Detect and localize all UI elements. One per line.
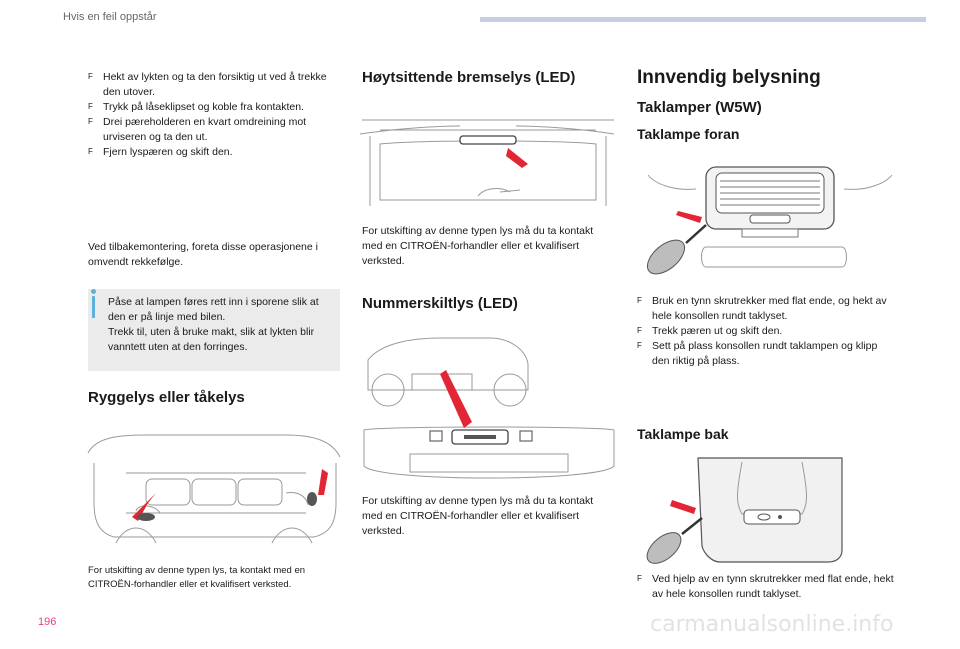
section-header: Hvis en feil oppstår [63,11,157,23]
number-plate-illustration [363,337,615,479]
header-bar [480,17,926,22]
front-ceiling-lamp-illustration [646,166,893,275]
rear-window-illustration [360,119,615,206]
plate-light-title: Nummerskiltlys (LED) [362,295,518,312]
red-arrow-icon [676,211,702,223]
info-box: Påse at lampen føres rett inn i sporene … [88,289,340,371]
ceiling-lamps-subtitle: Taklamper (W5W) [637,99,762,116]
plate-light-note: For utskifting av denne typen lys må du … [362,495,594,537]
watermark: carmanualsonline.info [650,612,894,637]
reversing-lamp-title: Ryggelys eller tåkelys [88,389,245,406]
rear-ceiling-lamp-title: Taklampe bak [637,426,729,442]
red-arrow-icon [506,148,528,168]
reversing-lamp-note: For utskifting av denne typen lys, ta ko… [88,565,306,591]
info-icon-bar [92,296,95,318]
rear-ceiling-lamp-illustration [646,457,843,564]
page-number: 196 [38,616,57,628]
info-box-text: Påse at lampen føres rett inn i sporene … [108,296,319,353]
red-arrow-icon [132,493,156,521]
refit-note: Ved tilbakemontering, foreta disse opera… [88,241,318,268]
brake-light-note: For utskifting av denne typen lys må du … [362,225,594,267]
brake-light-title: Høytsittende bremselys (LED) [362,69,576,86]
rear-bumper-illustration [87,434,341,544]
interior-lighting-title: Innvendig belysning [637,67,821,88]
red-arrow-icon [670,500,696,514]
red-arrow-icon [440,370,472,428]
info-icon [91,289,96,294]
front-ceiling-lamp-title: Taklampe foran [637,126,740,142]
red-arrow-icon [318,469,328,495]
